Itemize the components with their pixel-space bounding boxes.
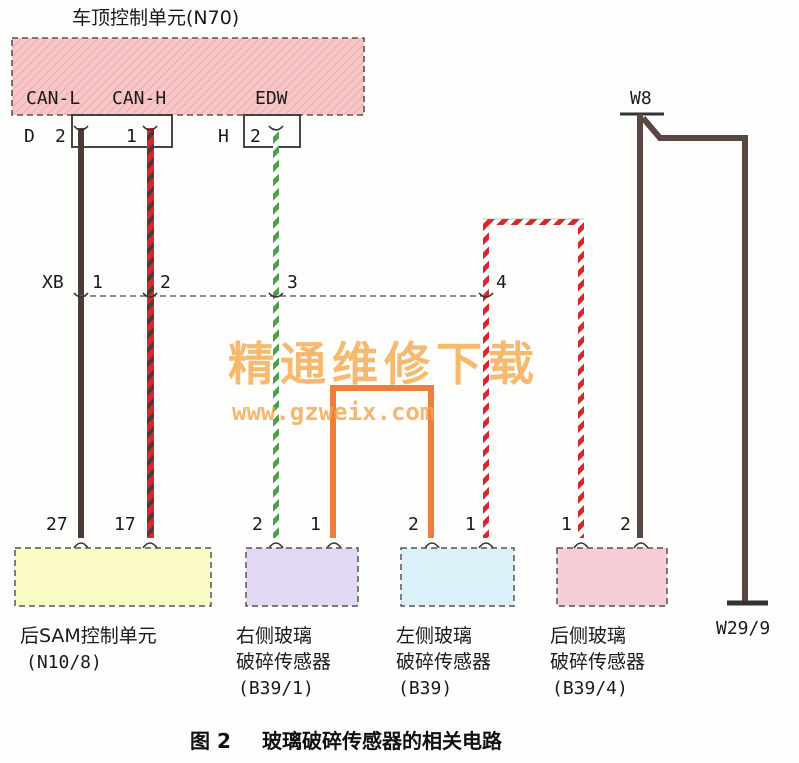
module-rear-sam bbox=[14, 547, 212, 607]
roof-unit-title: 车顶控制单元(N70) bbox=[72, 7, 239, 29]
caption-fig: 图 2 bbox=[190, 729, 231, 753]
pin-xb3: 3 bbox=[287, 272, 298, 293]
module-right-line3: (B39/1) bbox=[238, 678, 314, 699]
module-rear-line1: 后侧玻璃 bbox=[550, 625, 626, 647]
wire-can-l bbox=[78, 128, 84, 538]
ground-w29-label: W29/9 bbox=[716, 618, 770, 639]
module-rear-sam-line1: 后SAM控制单元 bbox=[20, 625, 157, 647]
wire-rear-loop-top bbox=[483, 219, 584, 225]
pin-b1: 1 bbox=[561, 514, 572, 535]
terminal-hook bbox=[73, 542, 89, 549]
terminal-hook bbox=[268, 125, 284, 131]
terminal-hook bbox=[478, 292, 494, 298]
terminal-hook bbox=[142, 125, 158, 131]
pin-d2: 2 bbox=[55, 126, 66, 147]
connector-h bbox=[243, 114, 301, 148]
wire-rear-loop-right bbox=[578, 222, 584, 538]
module-right-line2: 破碎传感器 bbox=[236, 651, 331, 673]
terminal-hook bbox=[142, 542, 158, 549]
pin-xb4: 4 bbox=[496, 272, 507, 293]
terminal-hook bbox=[424, 542, 440, 549]
terminal-hook bbox=[326, 542, 342, 549]
roof-control-unit bbox=[11, 37, 365, 116]
terminal-hook bbox=[73, 125, 89, 131]
module-rear-sensor bbox=[556, 547, 668, 607]
pin-label-can-h: CAN-H bbox=[112, 88, 166, 109]
terminal-hooks bbox=[73, 125, 649, 549]
terminal-hook bbox=[142, 292, 158, 298]
module-left-sensor bbox=[400, 547, 515, 607]
terminal-hook bbox=[268, 292, 284, 298]
wire-ground-branch bbox=[640, 116, 748, 602]
caption-title: 玻璃破碎传感器的相关电路 bbox=[262, 729, 503, 753]
wire-orange bbox=[330, 385, 434, 538]
pin-xb2: 2 bbox=[160, 272, 171, 293]
module-right-line1: 右侧玻璃 bbox=[236, 625, 312, 647]
pin-d1: 1 bbox=[126, 126, 137, 147]
connector-d bbox=[71, 114, 173, 148]
watermark-text: 精通维修下载 bbox=[228, 337, 540, 391]
ground-w8-label: W8 bbox=[630, 88, 652, 109]
connector-xb-label: XB bbox=[42, 272, 64, 293]
pin-sam17: 17 bbox=[114, 514, 136, 535]
module-right-sensor bbox=[245, 547, 359, 607]
connector-d-label: D bbox=[24, 126, 35, 147]
terminal-hook bbox=[573, 542, 589, 549]
pin-l2: 2 bbox=[408, 514, 419, 535]
wire-can-h bbox=[147, 128, 154, 538]
module-left-line2: 破碎传感器 bbox=[396, 651, 491, 673]
terminal-hook bbox=[268, 542, 284, 549]
module-rear-line3: (B39/4) bbox=[552, 678, 628, 699]
terminal-hook bbox=[478, 542, 494, 549]
pin-r2: 2 bbox=[252, 514, 263, 535]
connector-h-label: H bbox=[218, 126, 229, 147]
pin-sam27: 27 bbox=[46, 514, 68, 535]
module-rear-line2: 破碎传感器 bbox=[550, 651, 645, 673]
pin-b2: 2 bbox=[620, 514, 631, 535]
terminal-hook bbox=[633, 542, 649, 549]
pin-label-can-l: CAN-L bbox=[26, 88, 80, 109]
wire-edw bbox=[273, 128, 279, 538]
module-rear-sam-line2: (N10/8) bbox=[26, 652, 102, 673]
pin-label-edw: EDW bbox=[255, 88, 288, 109]
terminal-hook bbox=[73, 292, 89, 298]
watermark-url: www.gzweix.com bbox=[232, 398, 434, 426]
module-left-line1: 左侧玻璃 bbox=[396, 625, 472, 647]
pin-xb1: 1 bbox=[92, 272, 103, 293]
module-left-line3: (B39) bbox=[398, 678, 452, 699]
pin-l1: 1 bbox=[465, 514, 476, 535]
pin-r1: 1 bbox=[310, 514, 321, 535]
pin-h2: 2 bbox=[250, 126, 261, 147]
wire-rear-loop-left bbox=[483, 222, 489, 538]
